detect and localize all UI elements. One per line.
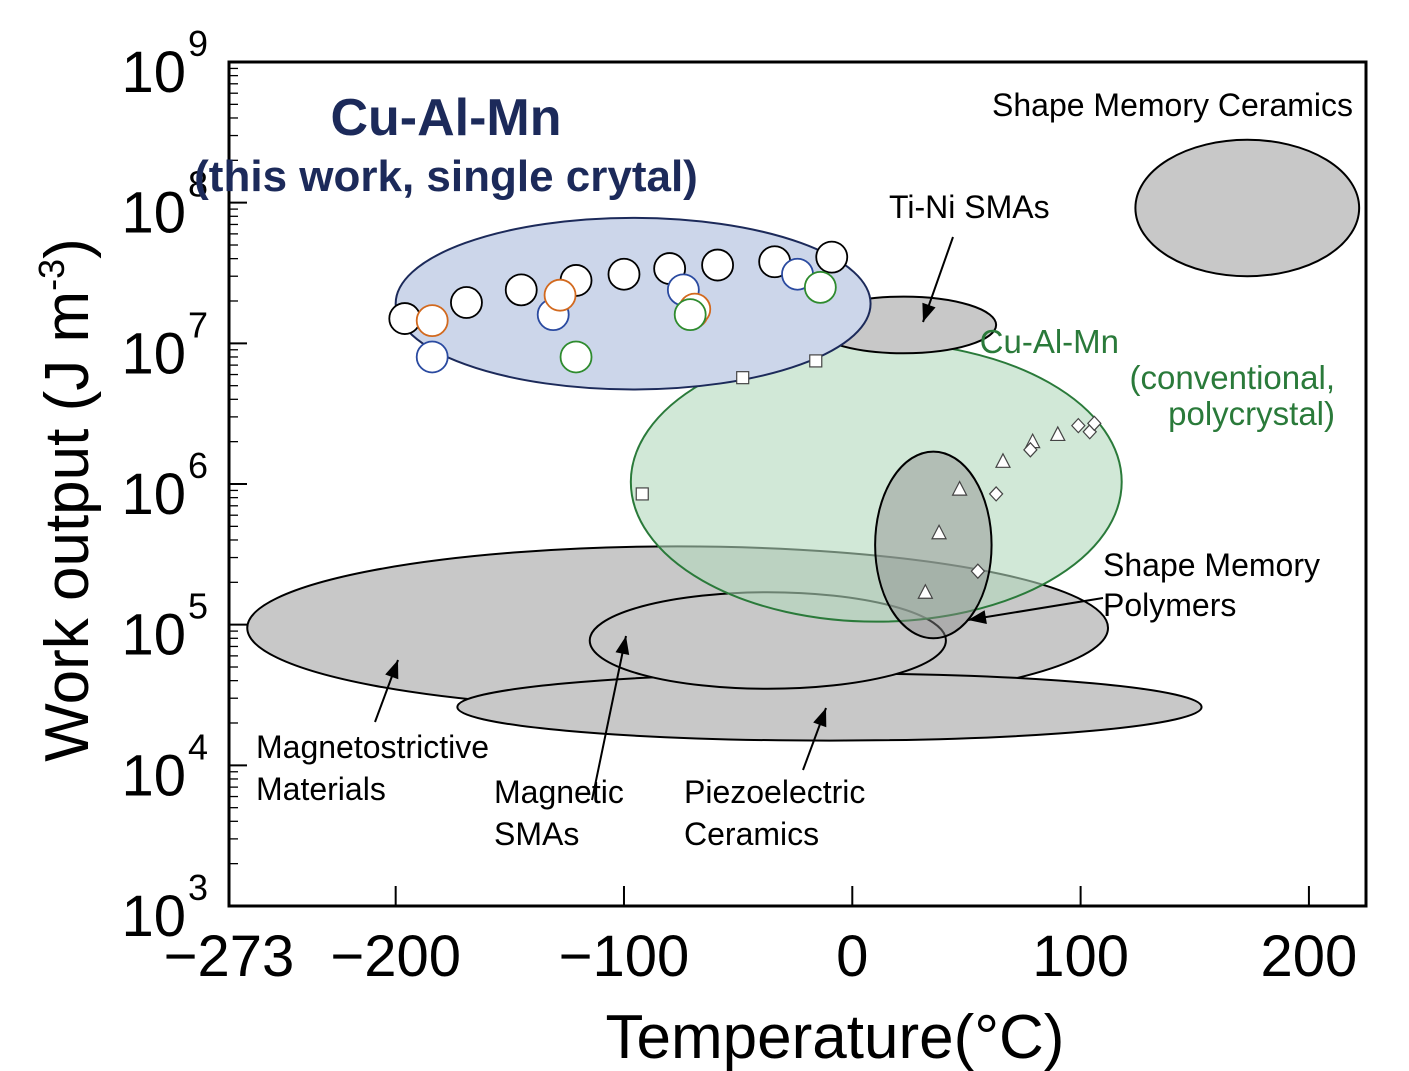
point-s3-1: [673, 298, 707, 332]
point-s2-1: [543, 278, 577, 312]
y-axis-title-close: ): [33, 238, 102, 259]
annotation-magnetic-smas-line-0: Magnetic: [494, 774, 624, 810]
annotation-cu-al-mn-conv-line-0: Cu-Al-Mn: [980, 323, 1119, 360]
point-s0-2: [504, 273, 538, 307]
x-axis-title-unit: (°C): [954, 1003, 1065, 1071]
y-axis-title: Work output (J m-3): [31, 238, 102, 762]
point-s3-2: [803, 270, 837, 304]
annotation-shape-memory-polymers-line-1: Polymers: [1103, 587, 1236, 623]
y-tick-base-3: 10: [121, 462, 186, 527]
y-tick-exp-3: 6: [188, 445, 208, 486]
arrow-line-1: [967, 597, 1104, 621]
annotations-layer: Cu-Al-Mn (this work, single crytal) Cu-Al-…: [194, 87, 1353, 852]
y-tick-base-4: 10: [121, 321, 186, 386]
y-axis-title-main: Work output (J m: [33, 291, 102, 762]
x-tick-label-3: 0: [836, 924, 868, 989]
point-s5-3: [994, 452, 1011, 468]
annotation-magnetostrictive-line-1: Materials: [256, 771, 386, 807]
region-4: [874, 450, 993, 640]
point-s0-4: [607, 257, 641, 291]
arrow-head-1: [968, 610, 987, 625]
region-6: [394, 216, 872, 391]
point-s3-0: [559, 340, 593, 374]
point-s6-1: [988, 486, 1004, 502]
y-tick-exp-4: 7: [188, 304, 208, 345]
x-tick-label-0: −273: [164, 924, 295, 989]
annotation-cu-al-mn-title-line-1: (this work, single crytal): [194, 152, 698, 201]
point-s6-0: [970, 563, 986, 580]
y-tick-exp-2: 5: [188, 586, 208, 627]
x-axis-title: Temperature(°C): [606, 1003, 1065, 1071]
y-tick-exp-0: 3: [188, 867, 208, 908]
points-layer: [388, 240, 1102, 599]
point-s5-5: [1049, 425, 1066, 442]
x-tick-label-1: −200: [330, 924, 461, 989]
point-s5-1: [931, 523, 948, 540]
annotation-magnetostrictive-line-0: Magnetostrictive: [256, 729, 489, 765]
annotation-piezoelectric-line-1: Ceramics: [684, 816, 819, 852]
y-tick-exp-6: 9: [188, 23, 208, 64]
x-axis-title-main: Temperature: [606, 1003, 954, 1071]
annotation-cu-al-mn-title-line-0: Cu-Al-Mn: [330, 89, 561, 147]
point-s0-6: [701, 248, 734, 282]
point-s4-1: [736, 371, 750, 385]
arrow-head-0: [922, 302, 936, 322]
regions-layer: [246, 138, 1361, 742]
point-s0-1: [450, 286, 483, 319]
annotation-ti-ni-smas-line-0: Ti-Ni SMAs: [889, 189, 1050, 225]
y-axis-title-exp: -3: [31, 259, 72, 291]
y-tick-exp-5: 8: [188, 164, 208, 205]
point-s0-0: [388, 302, 422, 335]
annotation-magnetic-smas-line-1: SMAs: [494, 816, 579, 852]
y-tick-base-0: 10: [121, 884, 186, 949]
y-tick-base-2: 10: [121, 603, 186, 668]
y-tick-base-5: 10: [121, 181, 186, 246]
point-s1-0: [415, 340, 449, 374]
point-s6-3: [1071, 417, 1086, 434]
y-tick-base-6: 10: [121, 40, 186, 105]
annotation-cu-al-mn-conv-line-1: (conventional,: [1130, 359, 1335, 396]
x-tick-label-5: 200: [1261, 924, 1358, 989]
point-s2-0: [415, 304, 449, 338]
arrows-layer: [374, 236, 1104, 801]
point-s5-2: [951, 480, 968, 496]
arrow-head-3: [615, 636, 630, 656]
ticks-layer: [228, 67, 1310, 907]
x-tick-label-4: 100: [1032, 924, 1129, 989]
annotation-piezoelectric-line-0: Piezoelectric: [684, 774, 865, 810]
point-s4-0: [635, 487, 649, 501]
annotation-shape-memory-ceramics-line-0: Shape Memory Ceramics: [992, 87, 1353, 123]
arrow-head-2: [385, 660, 399, 680]
annotation-cu-al-mn-conv-line-2: polycrystal): [1168, 395, 1335, 432]
y-tick-exp-1: 4: [188, 726, 208, 767]
arrow-head-4: [813, 708, 827, 728]
arrow-line-3: [591, 635, 627, 801]
x-tick-label-2: −100: [559, 924, 690, 989]
y-tick-base-1: 10: [121, 743, 186, 808]
region-7: [1134, 138, 1361, 278]
point-s4-2: [809, 354, 823, 368]
point-s0-8: [815, 240, 849, 274]
point-s6-2: [1023, 441, 1038, 458]
point-s6-5: [1086, 415, 1102, 432]
point-s5-0: [917, 583, 934, 599]
annotation-shape-memory-polymers-line-0: Shape Memory: [1103, 547, 1320, 583]
